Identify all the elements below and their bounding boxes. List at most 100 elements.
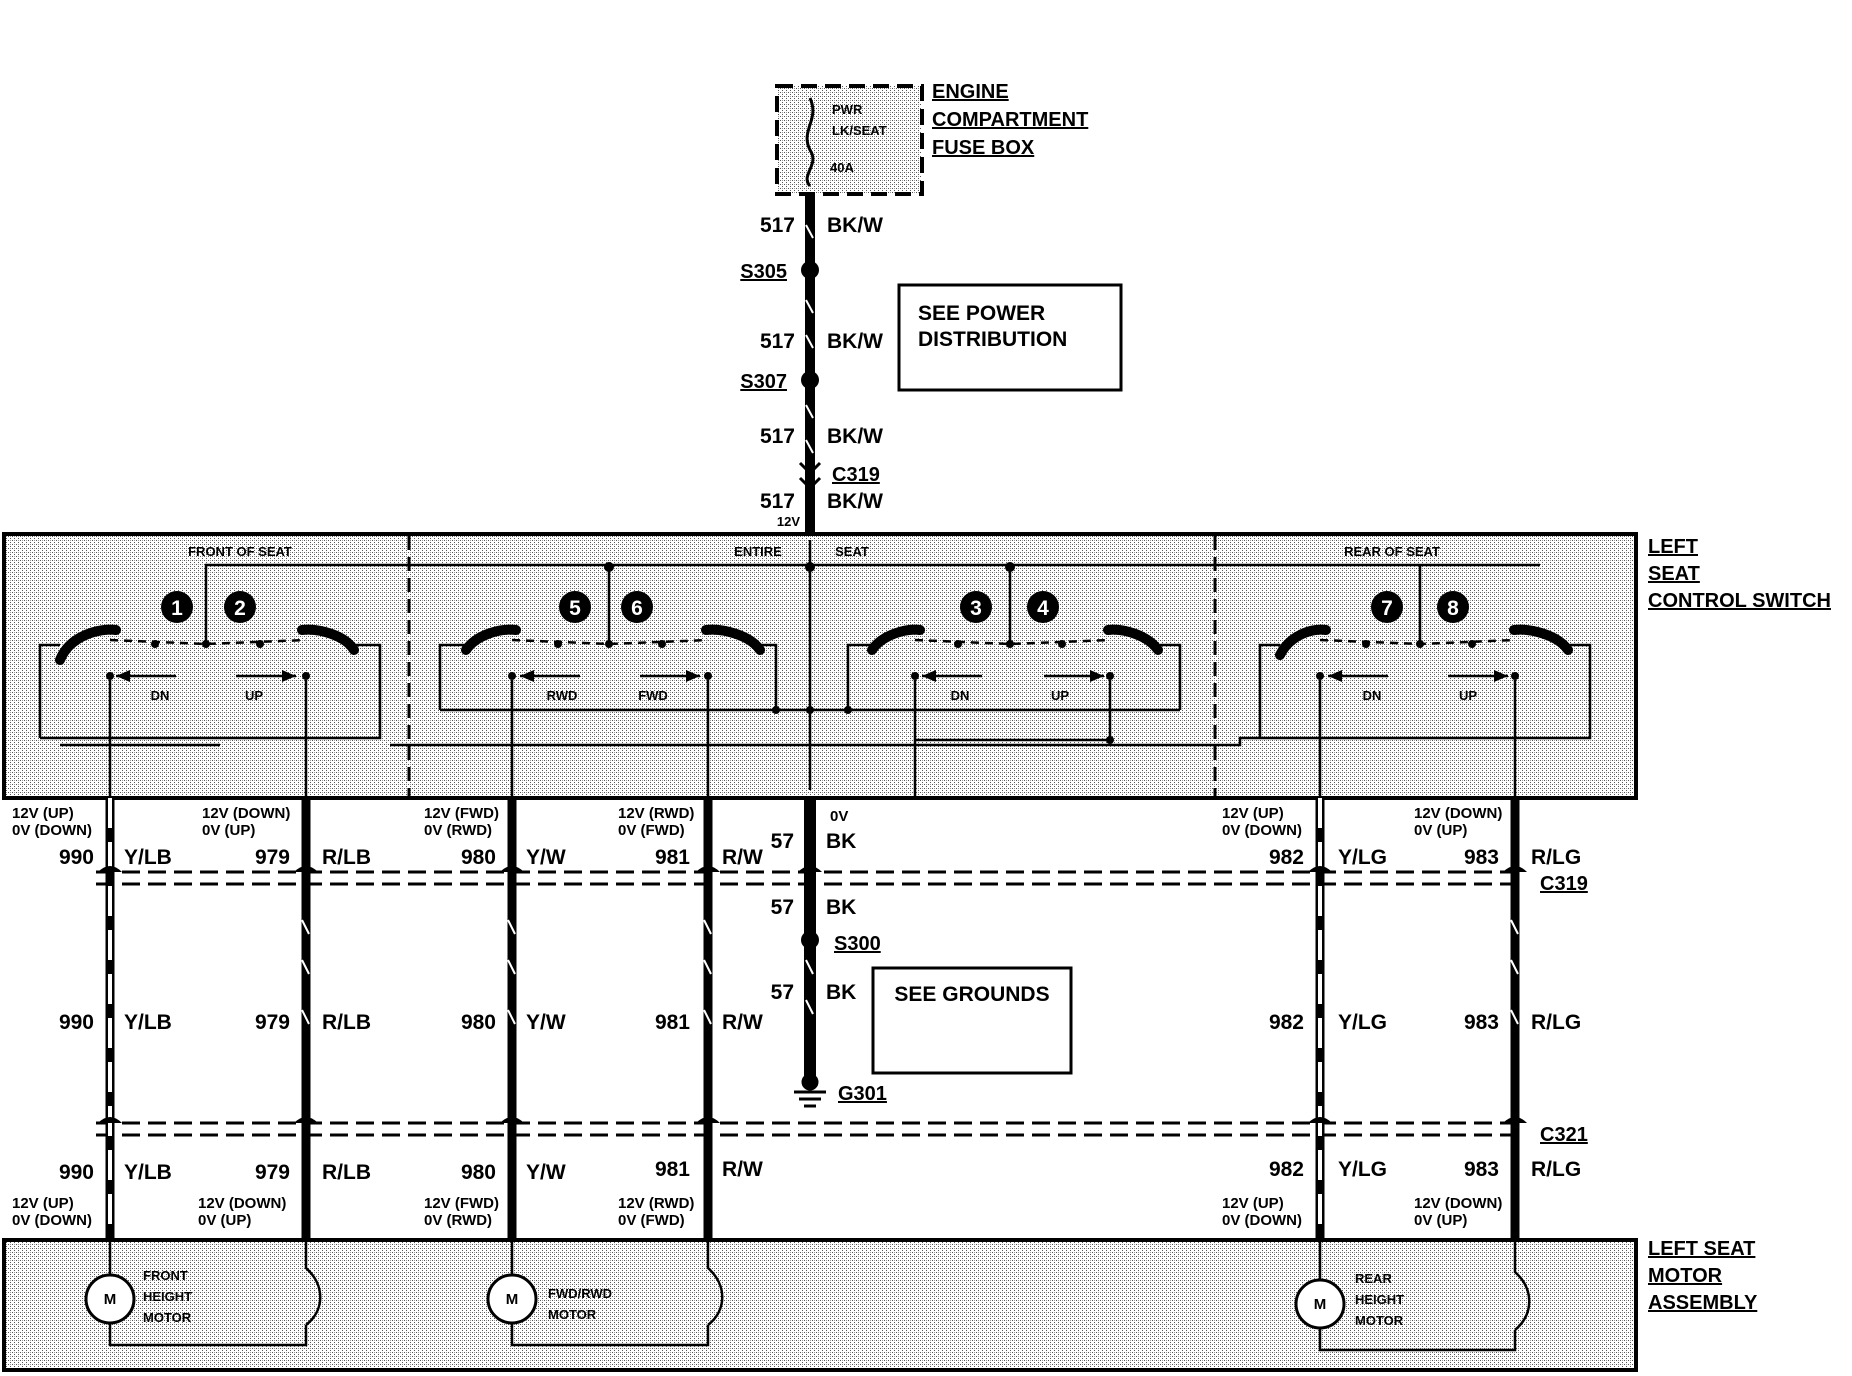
motor-icon: M (1294, 1278, 1346, 1330)
circuit-number: 979 (255, 846, 290, 869)
voltage-label: 12V (UP) (12, 805, 74, 822)
voltage-label: 12V (UP) (1222, 805, 1284, 822)
circuit-number: 982 (1269, 1011, 1304, 1034)
circuit-number: 981 (655, 1011, 690, 1034)
voltage-label: 12V (DOWN) (1414, 1195, 1502, 1212)
circuit-number: 57 (771, 981, 794, 1004)
svg-text:8: 8 (1447, 597, 1459, 620)
motor-icon: M (84, 1273, 136, 1325)
motor-label: FWD/RWD (548, 1286, 612, 1301)
voltage-label: 0V (DOWN) (1222, 1212, 1302, 1229)
svg-text:M: M (104, 1291, 117, 1308)
reference-text: SEE GROUNDS (894, 983, 1049, 1006)
circuit-number: 517 (760, 425, 795, 448)
voltage-label: 0V (UP) (198, 1212, 251, 1229)
svg-text:M: M (1314, 1296, 1327, 1313)
svg-text:M: M (506, 1291, 519, 1308)
connector-label: C319 (1540, 873, 1588, 895)
section-label: REAR OF SEAT (1344, 544, 1440, 559)
splice-label: S300 (834, 933, 881, 955)
circuit-number: 983 (1464, 1158, 1499, 1181)
svg-text:7: 7 (1381, 597, 1393, 620)
motor-icon: M (486, 1273, 538, 1325)
wire-color: Y/LG (1338, 846, 1387, 869)
wire-color: BK/W (827, 490, 883, 513)
circuit-number: 980 (461, 846, 496, 869)
front-height-motor (108, 1240, 322, 1347)
section-label: FRONT OF SEAT (188, 544, 292, 559)
voltage-label: 0V (830, 808, 848, 825)
wire-color: Y/LG (1338, 1011, 1387, 1034)
connector-c321-line (96, 1121, 1525, 1137)
terminal-circle: 8 (1437, 591, 1469, 623)
voltage-label: 12V (FWD) (424, 805, 499, 822)
direction-label: UP (1051, 688, 1069, 703)
see-grounds-box: SEE GROUNDS (871, 966, 1073, 1075)
circuit-number: 982 (1269, 846, 1304, 869)
circuit-number: 979 (255, 1161, 290, 1184)
direction-label: DN (151, 688, 170, 703)
circuit-number: 983 (1464, 1011, 1499, 1034)
circuit-number: 990 (59, 846, 94, 869)
splice-dot (801, 261, 819, 279)
ground-label: G301 (838, 1083, 887, 1105)
wire-color: Y/W (526, 1011, 566, 1034)
splice-label: S305 (740, 261, 787, 283)
motor-label: MOTOR (143, 1310, 192, 1325)
wire-color: BK (826, 830, 856, 853)
direction-label: DN (951, 688, 970, 703)
motor-label: MOTOR (548, 1307, 597, 1322)
wire-labels: 12V (UP) 0V (DOWN) 990 Y/LB 990 Y/LB 990… (12, 805, 1581, 1229)
direction-label: FWD (638, 688, 668, 703)
wire-color: R/LG (1531, 846, 1581, 869)
terminal-circle: 5 (559, 591, 591, 623)
wire-color: R/W (722, 846, 763, 869)
voltage-label: 12V (RWD) (618, 805, 694, 822)
circuit-number: 979 (255, 1011, 290, 1034)
left-seat-motor-assembly: M FRONT HEIGHT MOTOR M FWD/RWD MOTOR M R… (2, 1238, 1758, 1372)
wire-color: Y/LG (1338, 1158, 1387, 1181)
motor-label: FRONT (143, 1268, 188, 1283)
circuit-number: 57 (771, 830, 794, 853)
wire-color: BK/W (827, 330, 883, 353)
wire-color: Y/W (526, 846, 566, 869)
motor-assembly-title: LEFT SEAT (1648, 1238, 1755, 1260)
voltage-label: 12V (DOWN) (198, 1195, 286, 1212)
voltage-label: 0V (DOWN) (12, 1212, 92, 1229)
connector-label: C321 (1540, 1124, 1588, 1146)
voltage-label: 12V (DOWN) (1414, 805, 1502, 822)
switch-title: CONTROL SWITCH (1648, 590, 1831, 612)
fuse-box-title: ENGINE (932, 81, 1009, 103)
voltage-label: 12V (FWD) (424, 1195, 499, 1212)
power-feed-circuit: 517 BK/W S305 517 BK/W S307 517 BK/W C31… (740, 192, 883, 540)
circuit-number: 980 (461, 1011, 496, 1034)
switch-title: LEFT (1648, 536, 1698, 558)
voltage-label: 12V (UP) (1222, 1195, 1284, 1212)
svg-text:5: 5 (569, 597, 581, 620)
fuse-icon (805, 97, 815, 188)
voltage-label: 0V (UP) (1414, 1212, 1467, 1229)
motor-label: MOTOR (1355, 1313, 1404, 1328)
circuit-number: 517 (760, 330, 795, 353)
voltage-label: 0V (DOWN) (1222, 822, 1302, 839)
connector-symbol (798, 461, 822, 491)
connector-label: C319 (832, 464, 880, 486)
terminal-circle: 1 (161, 591, 193, 623)
direction-label: UP (1459, 688, 1477, 703)
circuit-number: 981 (655, 1158, 690, 1181)
direction-label: UP (245, 688, 263, 703)
fuse-label: PWR (832, 102, 863, 117)
wire-color: R/LB (322, 846, 371, 869)
voltage-label: 0V (FWD) (618, 822, 685, 839)
splice-label: S307 (740, 371, 787, 393)
svg-text:1: 1 (171, 597, 183, 620)
terminal-circle: 3 (960, 591, 992, 623)
circuit-number: 990 (59, 1011, 94, 1034)
circuit-number: 990 (59, 1161, 94, 1184)
direction-label: RWD (547, 688, 578, 703)
wire-color: BK/W (827, 425, 883, 448)
fuse-label: LK/SEAT (832, 123, 887, 138)
circuit-number: 517 (760, 214, 795, 237)
direction-label: DN (1363, 688, 1382, 703)
circuit-number: 981 (655, 846, 690, 869)
